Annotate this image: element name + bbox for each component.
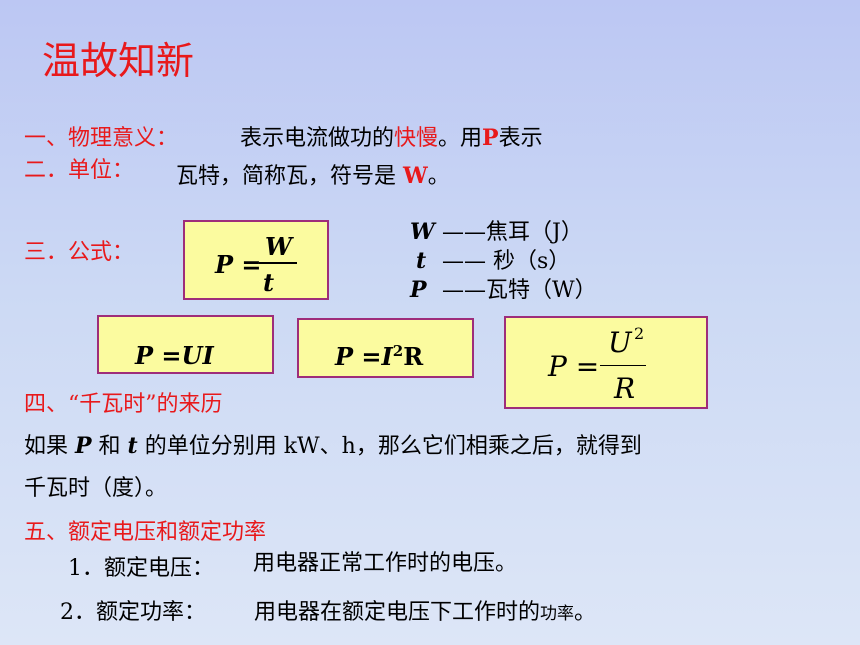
section5-label: 五、额定电压和额定功率: [24, 520, 267, 545]
section4-text: 的单位分别用 kW、h，那么它们相乘之后，就得到: [137, 434, 642, 459]
formula-p-i2r-r: R: [403, 342, 424, 371]
rated-voltage-text: 用电器正常工作时的电压。: [253, 551, 518, 576]
formula-u2r-numerator: U: [608, 326, 632, 359]
rated-power-text-b: 功率: [540, 604, 575, 624]
section2-text: 瓦特，简称瓦，符号是 W。: [176, 158, 450, 190]
fraction-bar: [259, 262, 297, 264]
formula-box-ui: P =UI: [97, 315, 274, 374]
section2-symbol-w: W: [403, 163, 428, 189]
formula-u2r-lhs: P =: [548, 350, 600, 383]
formula-p-ui: P =UI: [135, 341, 214, 370]
unit-row-p: P ——瓦特（W）: [410, 276, 597, 305]
formula-p-i2r: P =I2R: [335, 342, 423, 371]
formula-u2r-denominator: R: [614, 372, 636, 405]
unit-desc: —— 秒（s）: [442, 249, 571, 274]
formula-box-u2-over-r: P = U 2 R: [504, 316, 708, 409]
formula-u2r-exponent: 2: [634, 324, 645, 343]
unit-desc: ——焦耳（J）: [442, 220, 583, 245]
fraction-bar: [600, 365, 646, 366]
page-title: 温故知新: [42, 39, 195, 83]
section4-line2: 千瓦时（度）。: [24, 476, 168, 501]
formula-denominator: t: [263, 268, 275, 297]
section4-symbol-p: P: [75, 433, 92, 459]
unit-symbol: P: [410, 277, 427, 303]
formula-p-i2r-lhs: P =I: [335, 342, 393, 371]
formula-p-i2r-sup: 2: [392, 342, 404, 360]
section4-text: 和: [91, 434, 128, 459]
rated-power-text-a: 用电器在额定电压下工作时的: [254, 600, 541, 625]
unit-list: W ——焦耳（J） t —— 秒（s） P ——瓦特（W）: [410, 218, 597, 305]
unit-symbol: t: [416, 248, 427, 274]
formula-box-i2r: P =I2R: [297, 318, 474, 378]
section4-label: 四、“千瓦时”的来历: [24, 392, 223, 417]
section4-text: 如果: [24, 434, 75, 459]
section2-text-a: 瓦特，简称瓦，符号是: [176, 164, 403, 189]
section2-label: 二．单位：: [24, 158, 135, 183]
unit-desc: ——瓦特（W）: [442, 278, 597, 303]
unit-row-t: t —— 秒（s）: [410, 247, 597, 276]
section1-symbol-p: P: [482, 125, 499, 151]
rated-power-text: 用电器在额定电压下工作时的功率。: [254, 594, 596, 626]
unit-row-w: W ——焦耳（J）: [410, 218, 597, 247]
rated-power-label: 2．额定功率：: [60, 600, 206, 625]
section2-text-b: 。: [427, 164, 450, 189]
section3-label: 三．公式：: [24, 240, 135, 265]
section1-text-a: 表示电流做功的: [240, 126, 395, 151]
section1-text-c: 表示: [498, 126, 543, 151]
rated-power-text-c: 。: [574, 600, 597, 625]
section1-label: 一、物理意义：: [24, 126, 179, 151]
section4-symbol-t: t: [127, 433, 138, 459]
formula-box-w-over-t: P = W t: [183, 220, 329, 300]
formula-numerator: W: [265, 232, 292, 261]
section1-text: 表示电流做功的快慢。用P表示: [240, 120, 543, 152]
rated-voltage-label: 1．额定电压：: [68, 556, 214, 581]
formula-lhs: P =: [215, 250, 262, 279]
section4-line1: 如果 P 和 t 的单位分别用 kW、h，那么它们相乘之后，就得到: [24, 428, 642, 460]
section1-text-b: 。用: [438, 126, 483, 151]
section1-highlight: 快慢: [394, 126, 439, 151]
unit-symbol: W: [410, 219, 435, 245]
